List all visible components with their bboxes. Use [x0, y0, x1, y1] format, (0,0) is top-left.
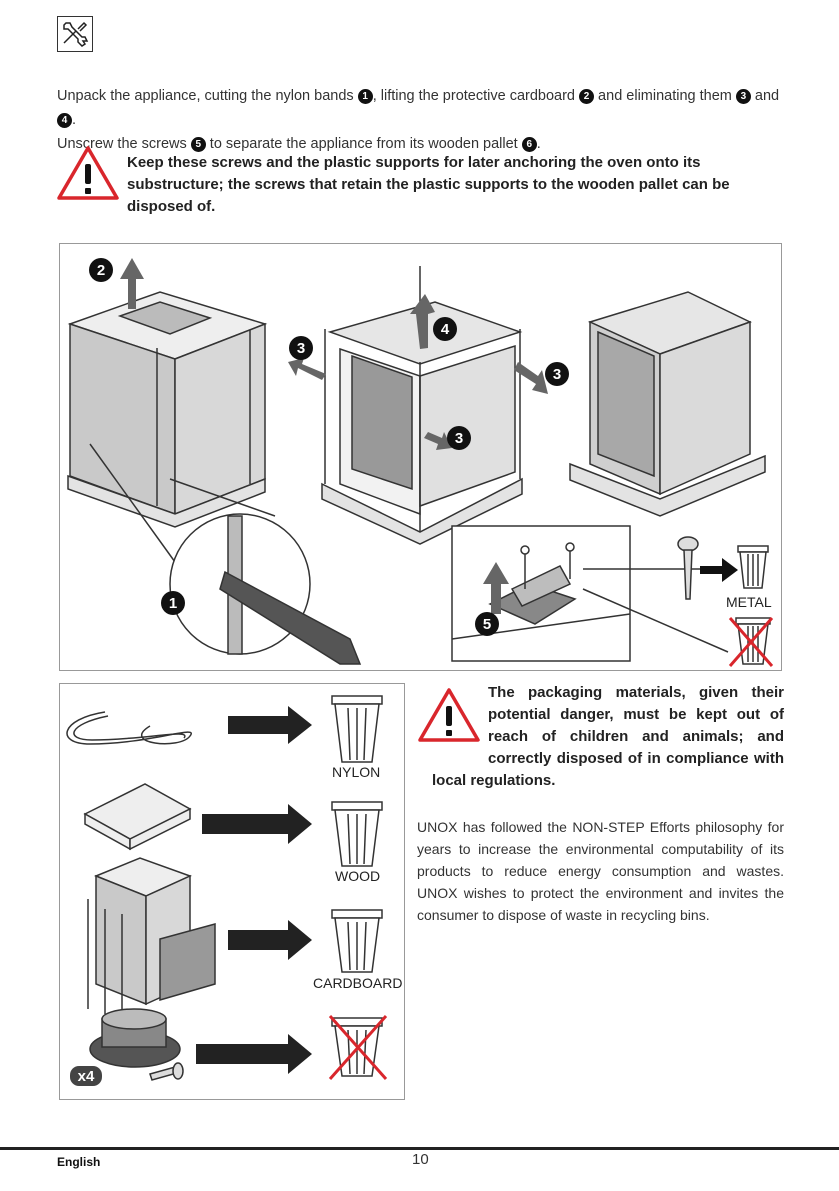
oven-on-pallet	[569, 291, 766, 517]
cardboard-box	[87, 857, 216, 1019]
metal-label: METAL	[726, 594, 772, 610]
fig-badge-2: 2	[97, 262, 105, 279]
plastic-support	[89, 1008, 181, 1068]
wood-bin-icon	[331, 801, 383, 867]
warning-line: The packaging materials, given their	[488, 684, 784, 701]
step-badge-4: 4	[57, 113, 72, 128]
nylon-bands	[66, 711, 193, 745]
warning-triangle-icon	[418, 688, 480, 742]
cardboard-bin-icon	[331, 909, 383, 973]
fig-badge-3b: 3	[553, 366, 561, 383]
screw-icon	[677, 536, 699, 600]
wooden-pallet	[83, 783, 192, 851]
environment-paragraph: UNOX has followed the NON-STEP Efforts p…	[417, 819, 784, 923]
nylon-label: NYLON	[332, 764, 380, 780]
intro-text-part: .	[72, 112, 77, 128]
intro-text-part: and	[750, 88, 780, 104]
quantity-badge: x4	[78, 1068, 95, 1085]
intro-text-part: to separate the appliance from its woode…	[205, 136, 522, 152]
fig-badge-3a: 3	[297, 340, 305, 357]
unboxed-appliance-frame	[321, 266, 523, 545]
tools-icon	[57, 16, 93, 52]
warning-triangle-icon	[57, 146, 119, 200]
metal-recycle-bin-icon	[737, 545, 769, 589]
nylon-bin-icon	[331, 695, 383, 763]
page-number: 10	[412, 1151, 429, 1168]
fig-badge-3c: 3	[455, 430, 463, 447]
intro-text-part: and eliminating them	[594, 88, 736, 104]
footer-language: English	[57, 1155, 101, 1169]
footer-divider	[0, 1147, 839, 1150]
warning-packaging-text: The packaging materials, given their pot…	[432, 682, 784, 792]
nylon-band-cut-inset	[89, 443, 362, 665]
unpacking-illustration: 2 4 3 3 3	[59, 243, 782, 671]
intro-text-part: Unpack the appliance, cutting the nylon …	[57, 88, 358, 104]
warning-line: correctly disposed of in compliance with	[488, 750, 784, 767]
fig-badge-5: 5	[483, 616, 491, 633]
screw-removal-inset	[451, 525, 729, 662]
intro-text-part: , lifting the protective cardboard	[372, 88, 580, 104]
step-badge-3: 3	[735, 89, 751, 104]
fig-badge-1: 1	[169, 595, 177, 612]
warning-screws-text: Keep these screws and the plastic suppor…	[127, 154, 730, 215]
fig-badge-4: 4	[441, 321, 450, 338]
step-badge-2: 2	[579, 89, 595, 104]
screw-icon	[149, 1062, 184, 1081]
warning-line: potential danger, must be kept out of	[488, 706, 784, 723]
cardboard-label: CARDBOARD	[313, 975, 402, 991]
warning-line: reach of children and animals; and	[488, 728, 784, 745]
boxed-appliance	[67, 291, 268, 528]
step-badge-1: 1	[357, 89, 373, 104]
disposal-illustration: NYLON WOOD CARDBOA	[59, 683, 405, 1100]
step-badge-5: 5	[190, 137, 206, 152]
intro-text-part: .	[536, 136, 541, 152]
warning-line: local regulations.	[432, 772, 556, 789]
step-badge-6: 6	[521, 137, 537, 152]
intro-text: Unpack the appliance, cutting the nylon …	[57, 84, 787, 156]
wood-label: WOOD	[335, 868, 380, 884]
